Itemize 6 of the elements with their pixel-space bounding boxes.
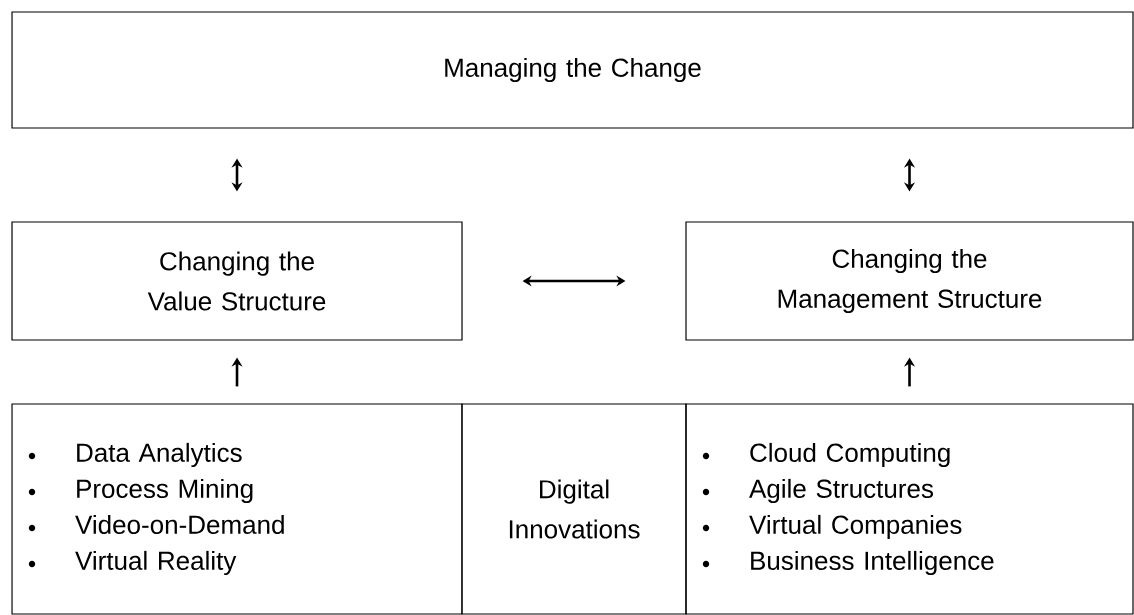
list-box: Data Analytics Process Mining Video-on-Demand Virtual Reality <box>11 403 463 615</box>
text-box: Managing the Change <box>11 11 1134 129</box>
list-box: Cloud Computing Agile Structures Virtual Companies Business Intelligence <box>685 403 1134 615</box>
text-box: Changing the Management Structure <box>685 221 1134 341</box>
text-box: Changing the Value Structure <box>11 221 463 341</box>
text-box: Digital Innovations <box>461 403 687 615</box>
